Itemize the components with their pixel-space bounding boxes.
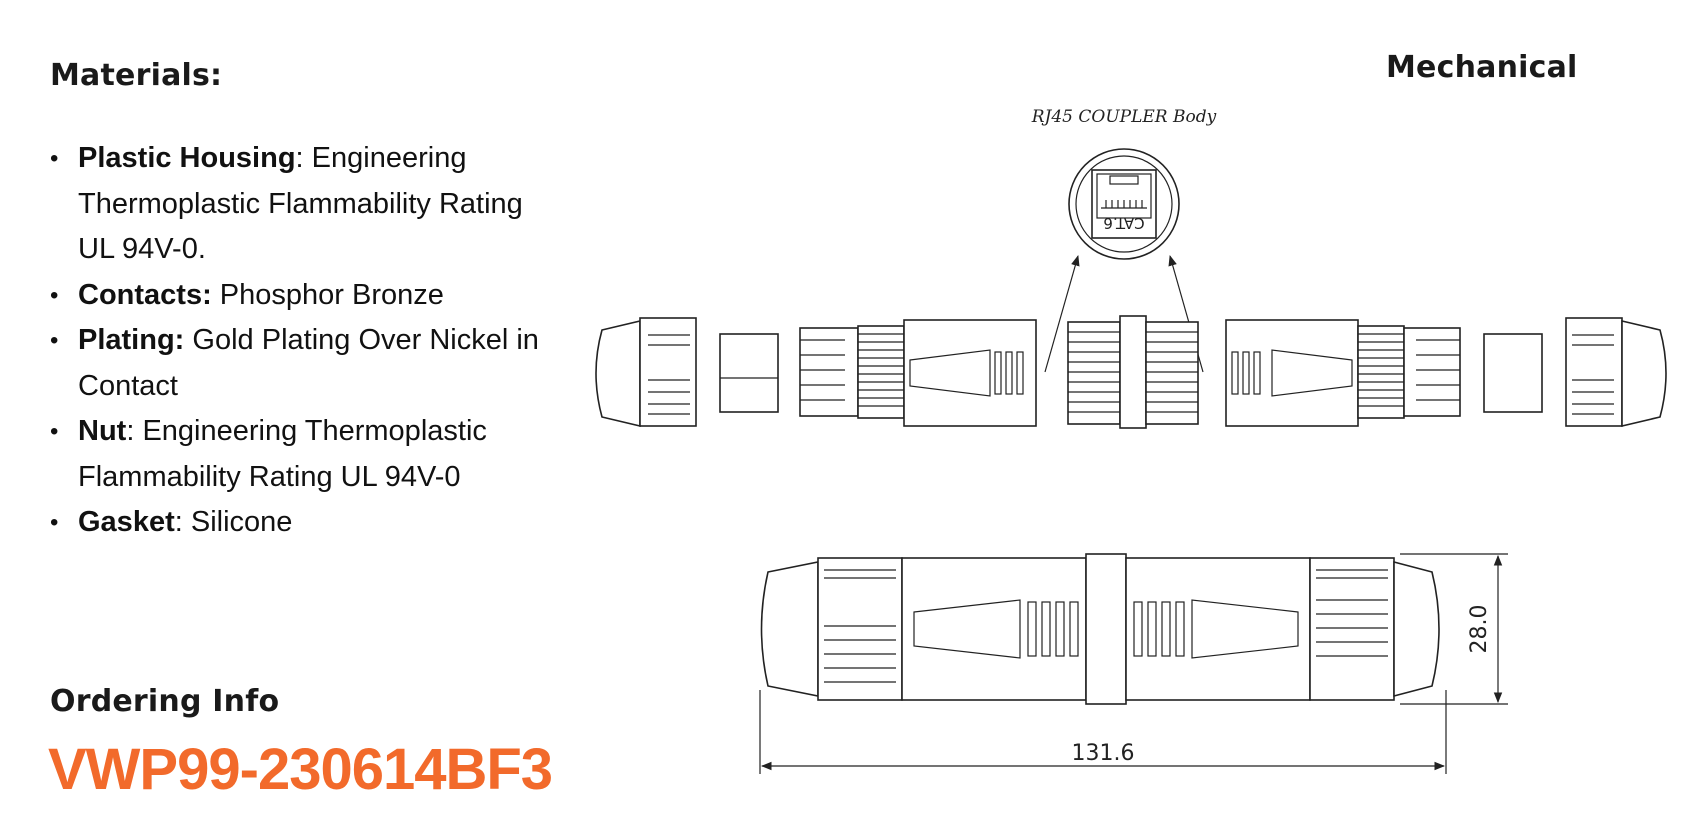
assembled-view (760, 553, 1440, 705)
material-term: Plastic Housing (78, 142, 296, 174)
rj45-face-view: CAT.6 (1068, 148, 1180, 260)
material-term: Nut (78, 415, 127, 447)
material-term: Plating: (78, 324, 185, 356)
dimension-height: 28.0 (1400, 553, 1508, 705)
part-number: VWP99-230614BF3 (48, 737, 553, 802)
list-item: Contacts: Phosphor Bronze (50, 273, 550, 319)
material-text: Phosphor Bronze (219, 278, 444, 311)
list-item: Gasket: Silicone (50, 500, 550, 546)
dim-length-label: 131.6 (1072, 741, 1135, 766)
exploded-view (595, 315, 1667, 429)
dim-height-label: 28.0 (1467, 605, 1492, 654)
ordering-heading: Ordering Info (50, 684, 280, 719)
materials-heading: Materials: (50, 58, 223, 93)
material-text: Silicone (190, 506, 293, 538)
cat6-label: CAT.6 (1103, 214, 1144, 232)
dimension-length: 131.6 (759, 690, 1447, 774)
mechanical-heading: Mechanical (1386, 50, 1578, 85)
material-sep: : (295, 142, 312, 174)
list-item: Plating: Gold Plating Over Nickel in Con… (50, 318, 550, 409)
material-sep: : (174, 506, 191, 538)
coupler-body-label: RJ45 COUPLER Body (1031, 107, 1217, 127)
material-text: Engineering Thermoplastic Flammability R… (78, 142, 523, 265)
material-term: Contacts: (78, 278, 212, 311)
material-term: Gasket (78, 506, 175, 538)
material-text: Gold Plating Over Nickel in Contact (78, 324, 539, 402)
material-sep: : (126, 415, 143, 447)
pointer-arrow (1044, 254, 1080, 373)
list-item: Nut: Engineering Thermoplastic Flammabil… (50, 409, 550, 500)
material-text: Engineering Thermoplastic Flammability R… (78, 415, 487, 493)
list-item: Plastic Housing: Engineering Thermoplast… (50, 136, 550, 273)
materials-list: Plastic Housing: Engineering Thermoplast… (50, 136, 550, 546)
